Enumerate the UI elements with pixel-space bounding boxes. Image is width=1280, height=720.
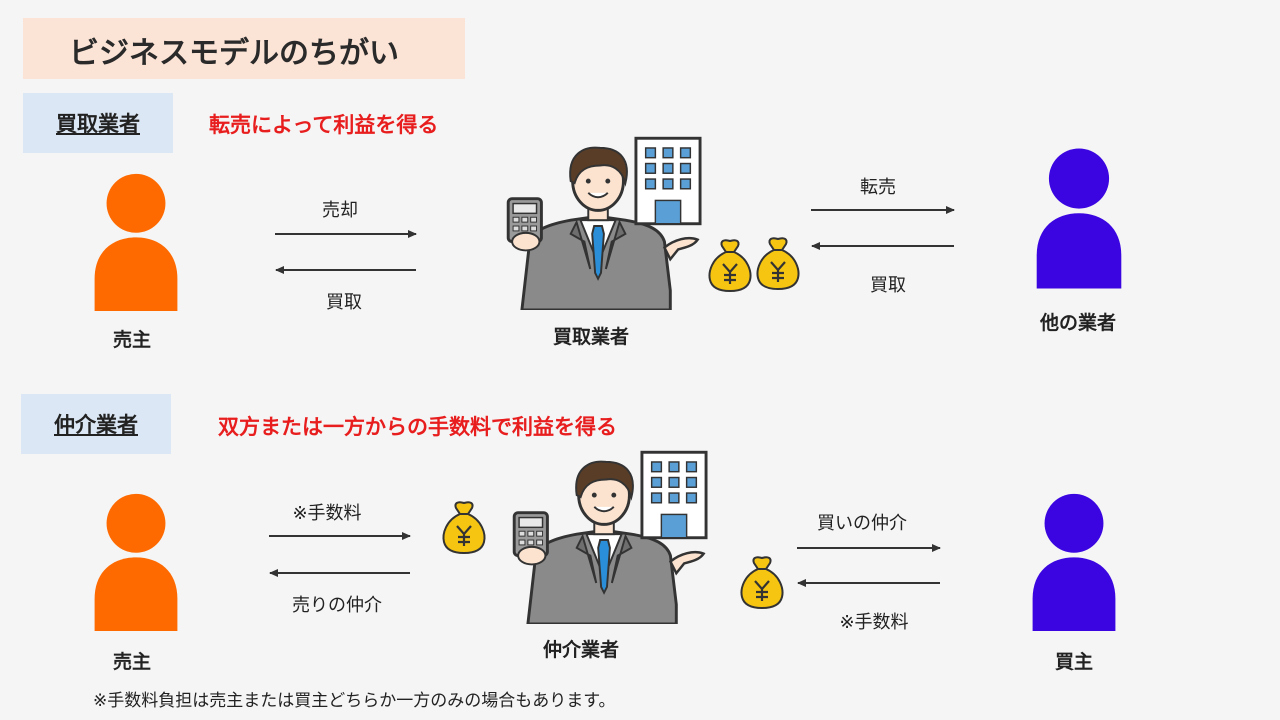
section1-arrow-right-top-label: 転売 (860, 177, 896, 198)
section1-label: 買取業者 (23, 93, 173, 153)
money-bag-icon (708, 239, 752, 292)
section1-purchase-arrow-icon (811, 242, 954, 250)
money-bag-icon (740, 556, 784, 609)
section2-arrow-left-top-label: ※手数料 (292, 503, 362, 524)
section2-label: 仲介業者 (21, 394, 171, 454)
section2-right-label: 買主 (1054, 651, 1093, 673)
footnote: ※手数料負担は売主または買主どちらか一方のみの場合もあります。 (93, 691, 616, 711)
section2-arrow-left-bottom-label: 売りの仲介 (292, 595, 382, 616)
section1-right-label: 他の業者 (1039, 312, 1116, 334)
money-bag-icon (442, 501, 486, 554)
section2-arrow-left-icon (269, 569, 410, 577)
broker-building-icon (640, 450, 708, 540)
section2-buy-brokerage-arrow-icon (797, 544, 941, 552)
section1-arrow-right-bottom-label: 買取 (870, 275, 906, 296)
section2-arrow-right-icon (269, 532, 411, 540)
section1-resale-arrow-icon (811, 206, 955, 214)
money-bag-icon (756, 237, 800, 290)
buyer-person-icon (1032, 493, 1116, 631)
page-title: ビジネスモデルのちがい (69, 36, 399, 71)
section2-arrow-right-bottom-label: ※手数料 (839, 612, 909, 633)
section1-arrow-left-icon (275, 266, 416, 274)
section2-seller-label: 売主 (112, 651, 151, 673)
page-title-box: ビジネスモデルのちがい (23, 18, 465, 79)
section1-center-label: 買取業者 (552, 326, 629, 348)
other-dealer-person-icon (1036, 148, 1122, 289)
section2-headline: 双方または一方からの手数料で利益を得る (218, 415, 617, 439)
seller-person-icon (94, 493, 178, 631)
seller-person-icon (94, 173, 178, 311)
section2-arrow-right-top-label: 買いの仲介 (817, 513, 907, 534)
section2-center-label: 仲介業者 (542, 639, 619, 661)
section1-arrow-right-icon (275, 230, 417, 238)
section2-fee-arrow-icon (797, 579, 940, 587)
buyer-building-icon (634, 136, 702, 226)
section1-seller-label: 売主 (112, 329, 151, 351)
section1-headline: 転売によって利益を得る (209, 113, 439, 137)
section1-arrow-left-bottom-label: 買取 (326, 292, 362, 313)
section1-arrow-left-top-label: 売却 (322, 200, 358, 221)
